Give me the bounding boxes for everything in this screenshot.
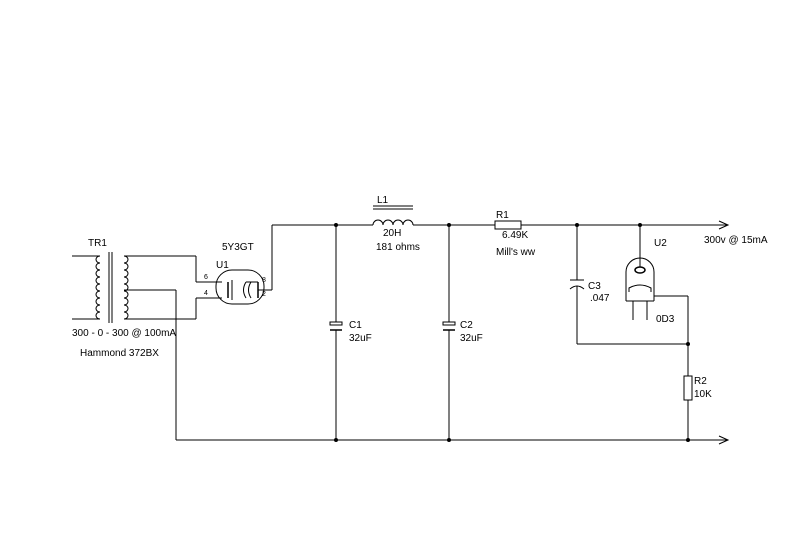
u1-pin-8: 8 <box>262 277 266 284</box>
tr1-part: Hammond 372BX <box>80 348 159 359</box>
u2-type: 0D3 <box>656 314 675 325</box>
c3-value: .047 <box>590 293 610 304</box>
r1-note: Mill's ww <box>496 247 536 258</box>
junction-dot <box>686 342 690 346</box>
c1-ref: C1 <box>349 320 362 331</box>
junction-dot <box>638 223 642 227</box>
regulator-return <box>577 296 689 376</box>
regulator-tube-u2: U2 0D3 <box>625 225 688 325</box>
rectifier-tube-u1: 6 4 8 2 5Y3GT U1 <box>204 242 270 305</box>
c2-ref: C2 <box>460 320 473 331</box>
capacitor-c1: C1 32uF <box>329 225 372 440</box>
secondary-winding <box>123 255 129 320</box>
capacitor-c2: C2 32uF <box>442 225 483 440</box>
resistor-r2: R2 10K <box>683 375 712 440</box>
junction-dot <box>447 438 451 442</box>
capacitor-c3: C3 .047 <box>569 225 610 344</box>
tr1-ref: TR1 <box>88 238 107 249</box>
u1-pin-6: 6 <box>204 274 208 281</box>
output-label: 300v @ 15mA <box>704 235 768 246</box>
choke-l1: L1 20H 181 ohms <box>372 195 420 253</box>
u2-ref: U2 <box>654 238 667 249</box>
bplus-rail <box>270 224 728 291</box>
transformer-core <box>108 252 113 323</box>
u1-pin-4: 4 <box>204 290 208 297</box>
junction-dot <box>447 223 451 227</box>
u1-pin-2: 2 <box>262 291 266 298</box>
u1-type: 5Y3GT <box>222 242 254 253</box>
c1-value: 32uF <box>349 333 372 344</box>
output-arrow-ground <box>718 435 730 445</box>
u1-ref: U1 <box>216 260 229 271</box>
transformer-tr1: TR1 300 - 0 - 300 @ 100mA Hammond 372BX <box>72 238 176 359</box>
junction-dot <box>334 223 338 227</box>
c3-ref: C3 <box>588 281 601 292</box>
l1-value: 20H <box>383 228 401 239</box>
tr1-rating: 300 - 0 - 300 @ 100mA <box>72 328 176 339</box>
primary-winding <box>95 255 101 320</box>
r2-value: 10K <box>694 389 712 400</box>
resistor-r1: R1 6.49K Mill's ww <box>494 210 536 258</box>
l1-resistance: 181 ohms <box>376 242 420 253</box>
junction-dot <box>686 438 690 442</box>
output-arrow-bplus <box>718 220 730 230</box>
junction-dots <box>334 223 690 442</box>
junction-dot <box>334 438 338 442</box>
junction-dot <box>575 223 579 227</box>
l1-ref: L1 <box>377 195 389 206</box>
r1-ref: R1 <box>496 210 509 221</box>
secondary-wiring <box>124 255 222 440</box>
c2-value: 32uF <box>460 333 483 344</box>
r1-value: 6.49K <box>502 230 528 241</box>
r2-ref: R2 <box>694 376 707 387</box>
